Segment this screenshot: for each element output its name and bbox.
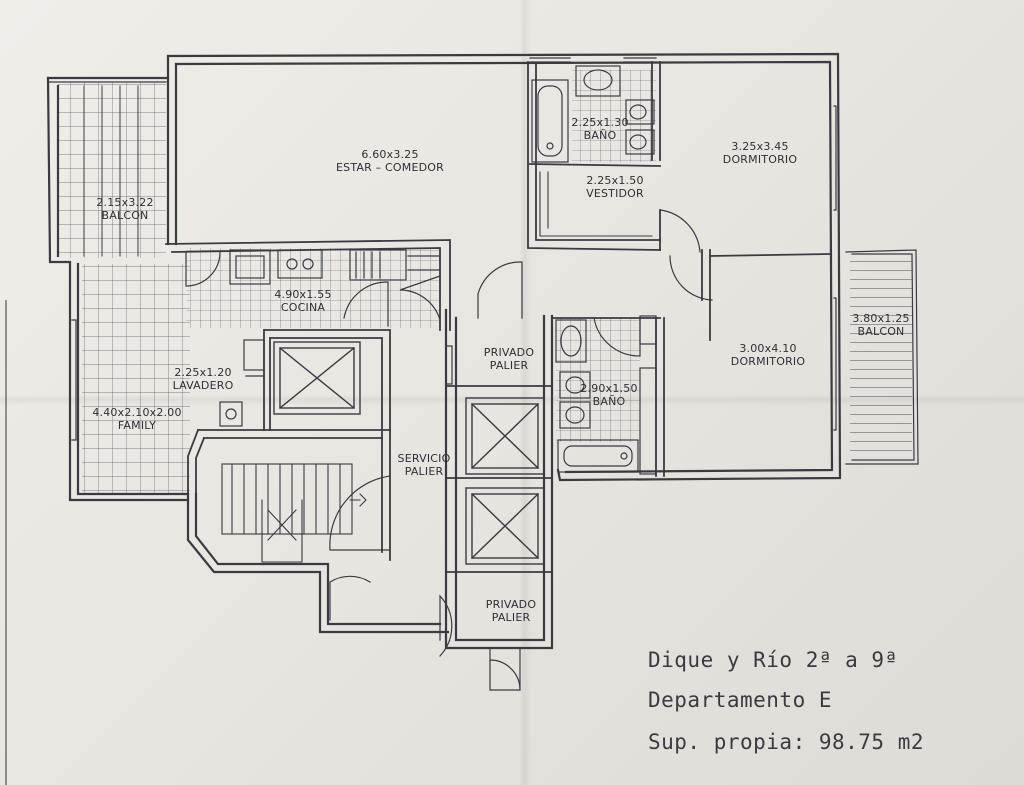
dormitorio-top-name: DORMITORIO — [722, 153, 798, 166]
bano-top-dims: 2.25x1.30 — [571, 116, 629, 129]
bano-mid-name: BAÑO — [592, 395, 626, 408]
bano-mid-label: 2.90x1.50 BAÑO — [574, 382, 644, 408]
estar-label: 6.60x3.25 ESTAR – COMEDOR — [300, 148, 480, 174]
caption-line-1: Dique y Río 2ª a 9ª — [648, 648, 898, 672]
family-name: FAMILY — [117, 419, 157, 432]
bano-top-label: 2.25x1.30 BAÑO — [560, 116, 640, 142]
vestidor-shelves — [539, 171, 653, 237]
privado-palier-bottom-label: PRIVADO PALIER — [468, 598, 554, 624]
balcon-right-label: 3.80x1.25 BALCON — [842, 312, 920, 338]
balcon-right-slats — [850, 258, 912, 456]
cocina-tiles — [186, 248, 440, 328]
cocina-name: COCINA — [280, 301, 326, 314]
dormitorio-top-dims: 3.25x3.45 — [731, 140, 789, 153]
privado-palier-top-line2: PALIER — [489, 359, 529, 372]
balcon-left-tiles — [58, 82, 166, 258]
elevators — [273, 341, 545, 565]
dormitorio-top-label: 3.25x3.45 DORMITORIO — [710, 140, 810, 166]
privado-palier-top-label: PRIVADO PALIER — [466, 346, 552, 372]
cocina-label: 4.90x1.55 COCINA — [258, 288, 348, 314]
privado-palier-bottom-line1: PRIVADO — [485, 598, 537, 611]
family-tiles — [82, 264, 190, 494]
balcon-right-name: BALCON — [857, 325, 905, 338]
vestidor-label: 2.25x1.50 VESTIDOR — [570, 174, 660, 200]
lavadero-dims: 2.25x1.20 — [174, 366, 232, 379]
family-label: 4.40x2.10x2.00 FAMILY — [82, 406, 192, 432]
balcon-right-dims: 3.80x1.25 — [852, 312, 910, 325]
cocina-dims: 4.90x1.55 — [274, 288, 332, 301]
estar-name: ESTAR – COMEDOR — [335, 161, 444, 174]
bano-top-fixtures — [531, 65, 655, 163]
family-dims: 4.40x2.10x2.00 — [92, 406, 182, 419]
caption-line-2: Departamento E — [648, 688, 833, 712]
servicio-palier-line2: PALIER — [404, 465, 444, 478]
dormitorio-bottom-dims: 3.00x4.10 — [739, 342, 797, 355]
stairs — [221, 463, 367, 563]
balcon-left-label: 2.15x3.22 BALCON — [80, 196, 170, 222]
privado-palier-bottom-line2: PALIER — [491, 611, 531, 624]
balcon-left-name: BALCON — [101, 209, 149, 222]
bano-top-name: BAÑO — [583, 129, 617, 142]
estar-dims: 6.60x3.25 — [361, 148, 419, 161]
dormitorio-bottom-name: DORMITORIO — [730, 355, 806, 368]
outer-walls — [46, 52, 842, 650]
kitchen-fixtures — [229, 249, 441, 285]
balcon-left-rails — [83, 85, 139, 257]
balcon-left-dims: 2.15x3.22 — [96, 196, 154, 209]
bano-mid-fixtures — [555, 315, 657, 475]
servicio-palier-line1: SERVICIO — [397, 452, 451, 465]
servicio-palier-label: SERVICIO PALIER — [386, 452, 462, 478]
bano-mid-dims: 2.90x1.50 — [580, 382, 638, 395]
windows — [47, 57, 919, 465]
lavadero-name: LAVADERO — [172, 379, 234, 392]
lavadero-fixtures — [219, 339, 265, 427]
caption-line-3: Sup. propia: 98.75 m2 — [648, 730, 925, 754]
vestidor-dims: 2.25x1.50 — [586, 174, 644, 187]
privado-palier-top-line1: PRIVADO — [483, 346, 535, 359]
vestidor-name: VESTIDOR — [586, 187, 644, 200]
doors — [185, 209, 713, 691]
dormitorio-bottom-label: 3.00x4.10 DORMITORIO — [718, 342, 818, 368]
lavadero-label: 2.25x1.20 LAVADERO — [158, 366, 248, 392]
